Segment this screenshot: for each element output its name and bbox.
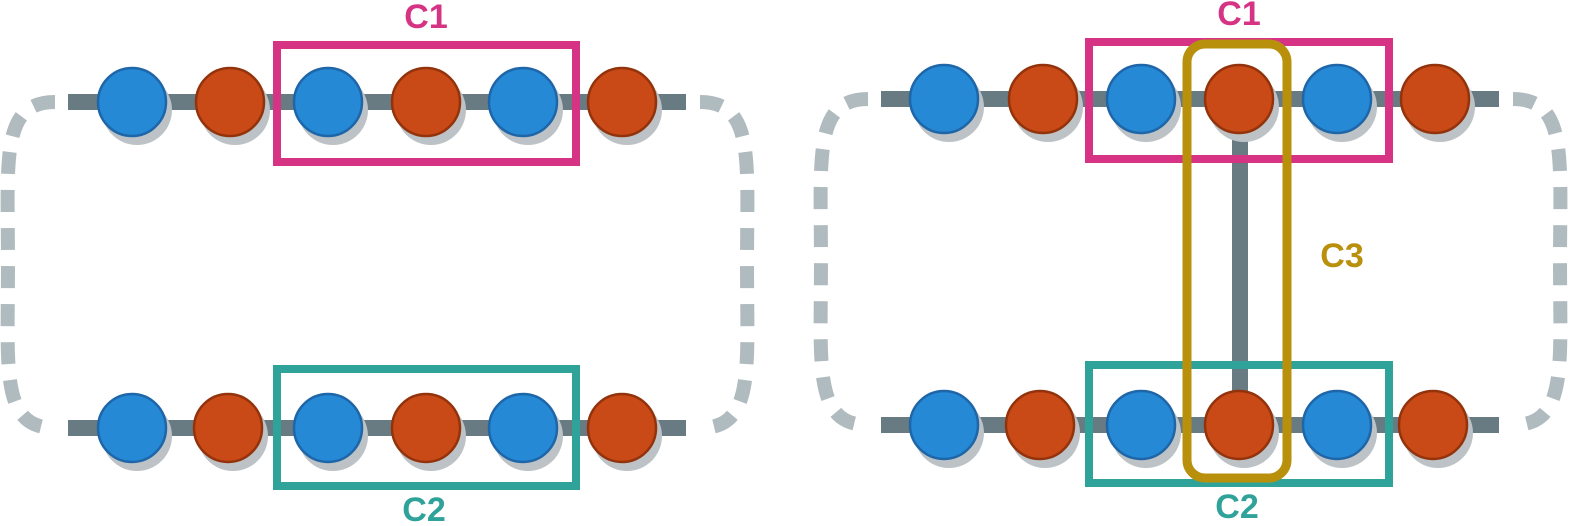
label-c1: C1 — [1217, 0, 1260, 33]
atom-blue — [1105, 389, 1177, 461]
atom-orange — [1004, 389, 1076, 461]
atom-orange — [192, 392, 264, 464]
atom-orange — [390, 66, 462, 138]
cluster-c3-box — [1182, 39, 1292, 483]
atoms-bottom — [908, 389, 1473, 468]
atom-orange — [1203, 389, 1275, 461]
label-c1: C1 — [404, 0, 447, 36]
atom-blue — [487, 66, 559, 138]
atom-orange — [390, 392, 462, 464]
atom-orange — [1399, 63, 1471, 135]
atom-orange — [1397, 389, 1469, 461]
atom-blue — [1105, 63, 1177, 135]
periodic-loop-right — [699, 95, 755, 435]
cluster-c2-box — [273, 365, 580, 490]
atom-blue — [96, 66, 168, 138]
cluster-c1-box — [273, 41, 580, 166]
atom-orange — [586, 66, 658, 138]
cluster-c2-box — [1085, 361, 1393, 487]
atom-orange — [586, 392, 658, 464]
atoms-bottom — [96, 392, 662, 471]
atom-blue — [1301, 389, 1373, 461]
atom-orange — [1203, 63, 1275, 135]
atom-blue — [908, 389, 980, 461]
atom-orange — [194, 66, 266, 138]
atom-blue — [96, 392, 168, 464]
atoms-top — [96, 66, 662, 145]
periodic-loop-left — [813, 92, 869, 432]
atom-blue — [487, 392, 559, 464]
panel-left: C1 C2 — [0, 0, 755, 526]
panel-right: C1 C2 C3 — [813, 0, 1568, 526]
atom-blue — [292, 66, 364, 138]
atom-blue — [1301, 63, 1373, 135]
atom-orange — [1007, 63, 1079, 135]
atoms-top — [908, 63, 1475, 142]
atom-blue — [908, 63, 980, 135]
label-c2: C2 — [402, 491, 445, 526]
periodic-loop-right — [1512, 92, 1568, 432]
atom-blue — [292, 392, 364, 464]
label-c2: C2 — [1215, 488, 1258, 526]
periodic-loop-left — [0, 95, 56, 435]
label-c3: C3 — [1320, 237, 1363, 275]
